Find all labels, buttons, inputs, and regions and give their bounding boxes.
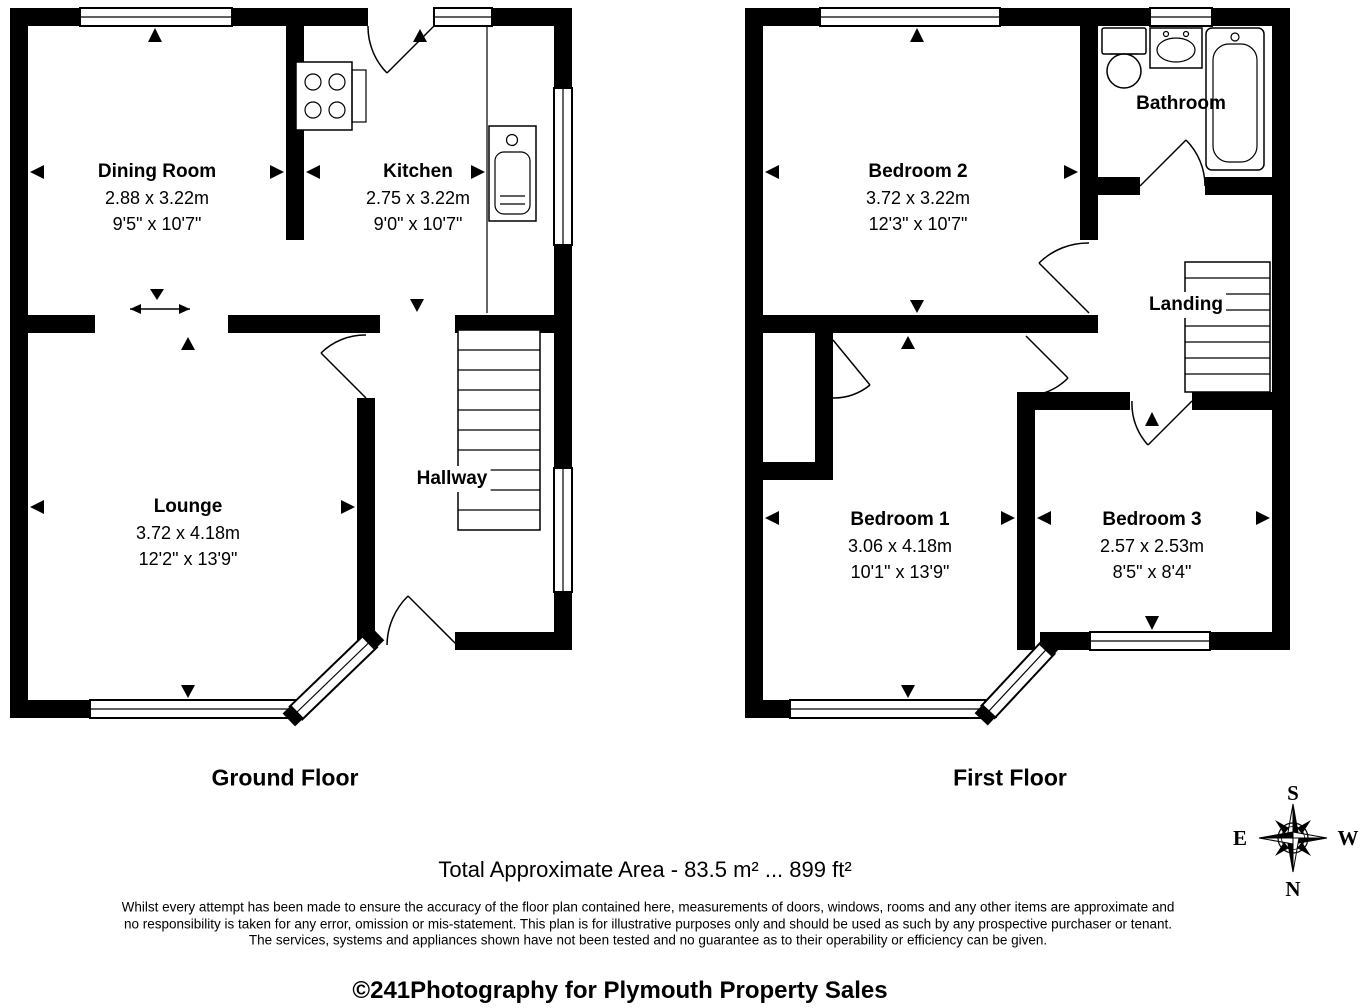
room-name: Bedroom 2 [868, 161, 968, 182]
room-name: Dining Room [97, 161, 217, 182]
room-label-bedroom1: Bedroom 1 3.06 x 4.18m 10'1" x 13'9" [848, 507, 952, 585]
floor-plans-canvas [10, 7, 1290, 727]
disclaimer-line: Whilst every attempt has been made to en… [121, 899, 1175, 915]
bedroom2-door [1038, 242, 1090, 314]
room-name: Bathroom [1136, 93, 1226, 114]
compass-south-label: S [1287, 781, 1299, 805]
window [553, 467, 573, 593]
room-dim-metric: 3.06 x 4.18m [847, 536, 953, 556]
room-name: Kitchen [383, 161, 453, 182]
compass-circle-inner [1281, 826, 1305, 850]
door [367, 25, 435, 74]
room-dim-imperial: 12'2" x 13'9" [138, 549, 238, 569]
staircase [1184, 261, 1271, 393]
disclaimer-line: no responsibility is taken for any error… [123, 915, 1173, 931]
window [819, 7, 1001, 27]
ground-floor-plan [10, 7, 573, 727]
compass-west-label: W [1338, 826, 1359, 850]
room-dim-metric: 3.72 x 3.22m [865, 188, 971, 208]
room-dim-imperial: 8'5" x 8'4" [1112, 562, 1192, 582]
room-name: Bedroom 3 [1102, 509, 1202, 530]
room-label-dining: Dining Room 2.88 x 3.22m 9'5" x 10'7" [98, 159, 216, 237]
disclaimer-line: The services, systems and appliances sho… [248, 932, 1048, 948]
first-floor-title: First Floor [953, 764, 1067, 791]
bay-window [974, 634, 1062, 726]
window [553, 87, 573, 246]
compass-rose: S N E W [1233, 781, 1359, 901]
ground-floor-title: Ground Floor [211, 764, 359, 791]
window [789, 699, 986, 719]
room-name: Lounge [153, 496, 223, 517]
room-label-bedroom3: Bedroom 3 2.57 x 2.53m 8'5" x 8'4" [1100, 507, 1204, 585]
window [1149, 7, 1213, 27]
window [433, 7, 493, 27]
compass-cardinal-points [1258, 803, 1328, 873]
front-door [386, 595, 458, 646]
room-dim-metric: 2.57 x 2.53m [1099, 536, 1205, 556]
compass-east-label: E [1233, 826, 1247, 850]
window [79, 7, 233, 27]
room-name: Bedroom 1 [850, 509, 950, 530]
copyright-text: ©241Photography for Plymouth Property Sa… [352, 977, 888, 1004]
compass-north-label: N [1285, 877, 1300, 901]
window [89, 699, 296, 719]
bathtub-icon [1205, 27, 1265, 171]
closet-door [832, 339, 871, 399]
room-label-hallway: Hallway [413, 466, 491, 492]
bedroom1-door [1025, 335, 1069, 397]
sink-icon [488, 125, 537, 222]
room-label-landing: Landing [1146, 292, 1226, 318]
stove-icon [295, 61, 367, 131]
staircase [457, 329, 541, 531]
bathroom-door [1139, 139, 1206, 187]
measure-arrows-ground [30, 28, 485, 698]
room-dim-imperial: 10'1" x 13'9" [850, 562, 950, 582]
room-label-kitchen: Kitchen 2.75 x 3.22m 9'0" x 10'7" [366, 159, 470, 237]
total-area-text: Total Approximate Area - 83.5 m² ... 899… [438, 857, 852, 882]
compass-circle-outer [1277, 822, 1309, 854]
room-label-lounge: Lounge 3.72 x 4.18m 12'2" x 13'9" [136, 494, 240, 572]
room-dim-metric: 2.88 x 3.22m [104, 188, 210, 208]
toilet-icon [1101, 27, 1147, 89]
window [1089, 631, 1211, 651]
disclaimer-text: Whilst every attempt has been made to en… [122, 899, 1175, 949]
room-label-bedroom2: Bedroom 2 3.72 x 3.22m 12'3" x 10'7" [866, 159, 970, 237]
room-name: Hallway [413, 466, 491, 492]
bedroom3-door [1131, 400, 1193, 446]
room-dim-imperial: 9'5" x 10'7" [112, 214, 202, 234]
first-floor-plan [745, 7, 1290, 726]
room-dim-metric: 2.75 x 3.22m [365, 188, 471, 208]
door [320, 334, 367, 399]
room-dim-imperial: 12'3" x 10'7" [868, 214, 968, 234]
measure-arrows-first [765, 28, 1270, 698]
sink-icon [1149, 27, 1203, 69]
room-dim-imperial: 9'0" x 10'7" [373, 214, 463, 234]
room-name: Landing [1146, 292, 1226, 318]
room-label-bathroom: Bathroom [1136, 91, 1226, 117]
room-dim-metric: 3.72 x 4.18m [135, 523, 241, 543]
bay-window [282, 627, 385, 727]
